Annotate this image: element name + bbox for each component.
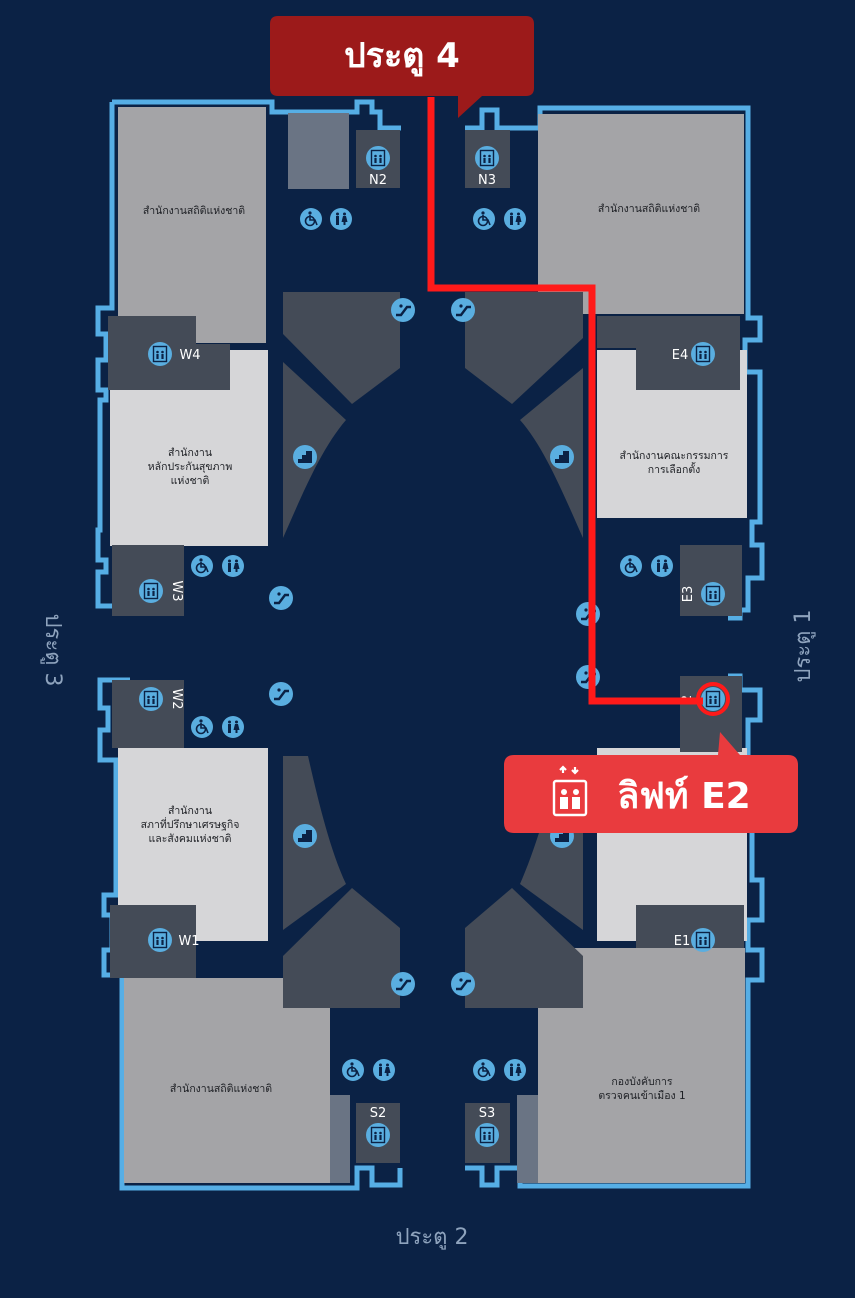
entrance-banner-label: ประตู 4 [344, 36, 460, 77]
elevator-code-w2: W2 [169, 688, 184, 709]
elevator-icon [365, 1122, 391, 1148]
room-sw [124, 978, 330, 1183]
escalator-icon [389, 296, 417, 324]
elevator-code-w4: W4 [179, 348, 200, 363]
restroom-icon [504, 208, 526, 230]
elevator-icon [147, 341, 173, 367]
restroom-icon [504, 1059, 526, 1081]
wheelchair-icon [341, 1058, 365, 1082]
elevator-icon [138, 578, 164, 604]
elevator-icon [474, 1122, 500, 1148]
elevator-code-s3: S3 [479, 1106, 496, 1121]
restroom-icon [651, 555, 673, 577]
wheelchair-icon [190, 715, 214, 739]
atrium [283, 292, 583, 1008]
restroom-icon [222, 716, 244, 738]
elevators: N2 N3 W4 E4 W3 E3 W2 2 W1 E1 S2 S3 [138, 145, 726, 1148]
room-se-strip [517, 1095, 538, 1183]
elevator-icon [474, 145, 500, 171]
wheelchair-icon [299, 207, 323, 231]
cores [108, 130, 744, 1163]
elevator-icon [147, 927, 173, 953]
room-label-w-low-3: และสังคมแห่งชาติ [149, 833, 232, 845]
wheelchair-icon [190, 554, 214, 578]
stairs-icon [293, 824, 317, 848]
escalator-icon [449, 296, 477, 324]
elevator-icon [690, 341, 716, 367]
gate-label-east: ประตู 1 [791, 610, 816, 683]
elevator-icon [700, 686, 726, 712]
room-labels: สำนักงานสถิติแห่งชาติ สำนักงานสถิติแห่งช… [141, 203, 729, 1102]
elevator-code-e1: E1 [674, 934, 691, 949]
room-nw [118, 107, 266, 343]
wheelchair-icon [472, 1058, 496, 1082]
room-label-sw: สำนักงานสถิติแห่งชาติ [170, 1083, 272, 1095]
restroom-icon [222, 555, 244, 577]
rooms [110, 107, 747, 1183]
room-label-nw: สำนักงานสถิติแห่งชาติ [143, 205, 245, 217]
elevator-code-n2: N2 [369, 173, 387, 188]
room-label-w-low-1: สำนักงาน [168, 805, 212, 817]
escalator-icon [574, 600, 602, 628]
entrance-banner: ประตู 4 [270, 16, 534, 118]
room-sw-strip [330, 1095, 350, 1183]
stairs-icon [550, 445, 574, 469]
elevator-code-w3: W3 [169, 580, 184, 601]
restroom-icon [373, 1059, 395, 1081]
restroom-icon [330, 208, 352, 230]
room-label-w-low-2: สภาที่ปรึกษาเศรษฐกิจ [141, 817, 240, 831]
destination-banner-label: ลิฟท์ E2 [617, 775, 750, 817]
elevator-code-n3: N3 [478, 173, 496, 188]
destination-marker [696, 682, 730, 716]
wheelchair-icon [472, 207, 496, 231]
room-label-se-2: ตรวจคนเข้าเมือง 1 [598, 1089, 685, 1102]
escalator-icon [267, 584, 295, 612]
elevator-icon [690, 927, 716, 953]
route-path [427, 97, 703, 705]
elevator-code-e4: E4 [672, 348, 689, 363]
elevator-code-e3: E3 [681, 586, 696, 603]
room-label-ne: สำนักงานสถิติแห่งชาติ [598, 203, 700, 215]
room-nw-small [288, 113, 349, 189]
destination-banner: ลิฟท์ E2 [504, 732, 798, 833]
elevator-icon [365, 145, 391, 171]
escalator-icon [389, 970, 417, 998]
room-label-w-mid-2: หลักประกันสุขภาพ [148, 461, 233, 473]
elevator-code-w1: W1 [178, 934, 199, 949]
wheelchair-icon [619, 554, 643, 578]
stairs-icon [293, 445, 317, 469]
gate-label-south: ประตู 2 [396, 1225, 469, 1250]
escalator-icon [267, 680, 295, 708]
room-label-se-1: กองบังคับการ [611, 1076, 673, 1088]
gate-label-west: ประตู 3 [40, 614, 65, 687]
room-label-e-mid-1: สำนักงานคณะกรรมการ [620, 450, 729, 462]
room-label-e-mid-2: การเลือกตั้ง [648, 462, 701, 476]
room-ne [538, 114, 744, 314]
elevator-icon [700, 581, 726, 607]
elevator-icon [552, 765, 588, 817]
room-label-w-mid-1: สำนักงาน [168, 447, 212, 459]
elevator-code-s2: S2 [370, 1106, 387, 1121]
room-label-w-mid-3: แห่งชาติ [171, 475, 210, 487]
escalator-icon [574, 663, 602, 691]
elevator-icon [138, 686, 164, 712]
escalator-icon [449, 970, 477, 998]
